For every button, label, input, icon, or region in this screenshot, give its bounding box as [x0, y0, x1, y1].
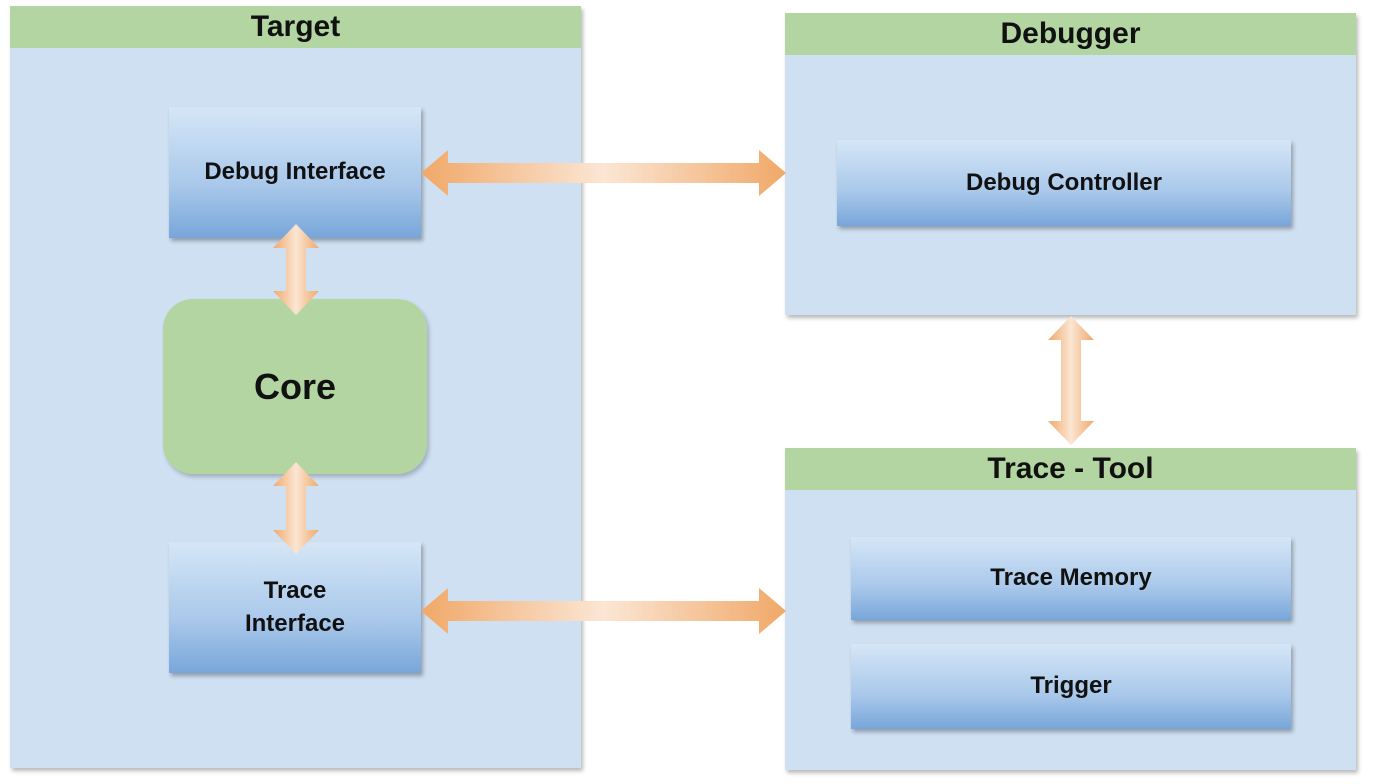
arrow-debug-interface-core	[273, 224, 319, 315]
trigger-block: Trigger	[851, 644, 1291, 729]
arrow-debug-interface-controller	[421, 150, 786, 196]
debug-controller-block: Debug Controller	[837, 140, 1291, 226]
target-title: Target	[10, 6, 581, 48]
trace-memory-block: Trace Memory	[851, 537, 1291, 620]
arrow-trace-interface-tool	[421, 588, 786, 634]
debugger-title: Debugger	[785, 13, 1356, 55]
core-block: Core	[163, 299, 427, 474]
debug-interface-block: Debug Interface	[169, 107, 421, 238]
arrow-debugger-trace-tool	[1048, 316, 1094, 445]
trace-tool-title: Trace - Tool	[785, 448, 1356, 490]
trace-interface-block: Trace Interface	[169, 542, 421, 673]
arrow-core-trace-interface	[273, 462, 319, 554]
